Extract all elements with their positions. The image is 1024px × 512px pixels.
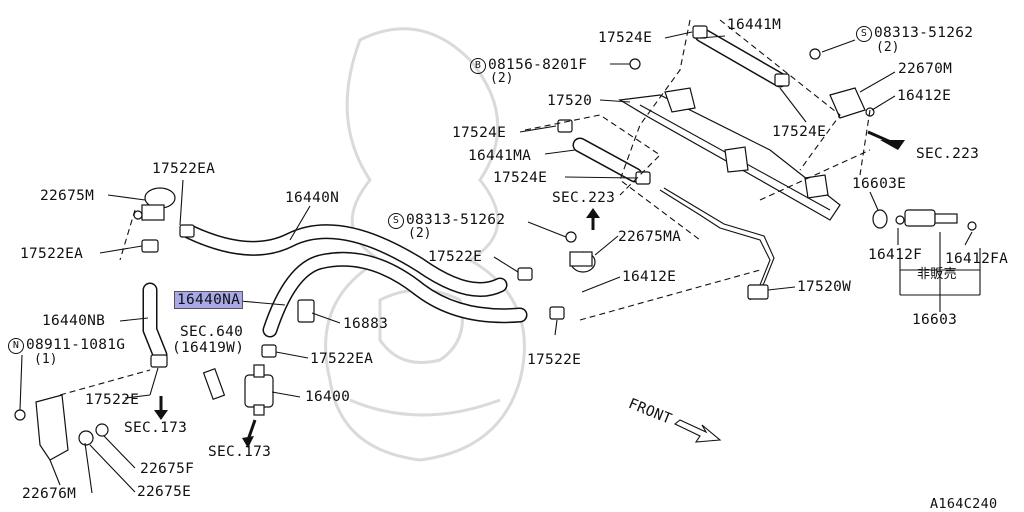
leader-lines <box>19 31 981 494</box>
label-17522e: 17522E <box>527 352 582 368</box>
label-16400: 16400 <box>305 389 351 405</box>
label-16441m: 16441M <box>727 17 782 33</box>
label-16412e: 16412E <box>622 269 677 285</box>
label-qty: (2) <box>408 226 432 241</box>
label-16883: 16883 <box>343 316 389 332</box>
label-17522ea: 17522EA <box>152 161 216 177</box>
pressure-regulator <box>829 87 875 119</box>
highlighted-part-number: 16440NA <box>174 291 244 309</box>
label-17524e: 17524E <box>493 170 548 186</box>
label-sec223: SEC.223 <box>916 146 980 162</box>
label-16412f: 16412F <box>868 247 923 263</box>
tube-17520w <box>659 189 771 301</box>
assembly-outlines <box>59 19 871 396</box>
label-22675m: 22675M <box>40 188 95 204</box>
fuel-damper-22675ma <box>565 231 596 273</box>
label-16441ma: 16441MA <box>468 148 532 164</box>
label-22676m: 22676M <box>22 486 77 502</box>
label-qty: (2) <box>490 71 514 86</box>
label-16440na: 16440NA <box>174 291 244 309</box>
label-22675ma: 22675MA <box>618 229 682 245</box>
label-16440n: 16440N <box>285 190 340 206</box>
label-22675f: 22675F <box>140 461 195 477</box>
label-qty: (1) <box>34 352 58 367</box>
fuel-damper-22675m <box>133 187 176 221</box>
label-qty: (2) <box>876 40 900 55</box>
injector <box>872 209 977 231</box>
diagram-id: A164C240 <box>930 496 998 512</box>
label-17520: 17520 <box>547 93 593 109</box>
label-22670m: 22670M <box>898 61 953 77</box>
arrows <box>154 130 905 448</box>
label-17522e: 17522E <box>428 249 483 265</box>
label-sec173: SEC.173 <box>208 444 272 460</box>
label-16440nb: 16440NB <box>42 313 106 329</box>
label-17522ea: 17522EA <box>20 246 84 262</box>
n-marker-icon: N <box>8 338 24 354</box>
fuel-filter <box>202 364 274 416</box>
bracket <box>14 394 109 461</box>
label-17524e: 17524E <box>772 124 827 140</box>
label-sec173: SEC.173 <box>124 420 188 436</box>
label-16412e: 16412E <box>897 88 952 104</box>
s-marker-icon: S <box>388 213 404 229</box>
watermark-emblem <box>324 27 526 462</box>
label-sec640: SEC.640 <box>180 324 244 340</box>
s-marker-icon: S <box>856 26 872 42</box>
fuel-rail <box>618 48 841 221</box>
label-17522e: 17522E <box>85 392 140 408</box>
label-16412fa: 16412FA <box>945 251 1009 267</box>
label-not-for-sale: 非販売 <box>917 267 957 282</box>
label-17522ea: 17522EA <box>310 351 374 367</box>
label-22675e: 22675E <box>137 484 192 500</box>
hose-clamps <box>141 25 790 368</box>
label-16603: 16603 <box>912 312 958 328</box>
label-sec223: SEC.223 <box>552 190 616 206</box>
label-16419w: (16419W) <box>172 340 245 356</box>
label-17520w: 17520W <box>797 279 852 295</box>
label-17524e: 17524E <box>598 30 653 46</box>
label-16603e: 16603E <box>852 176 907 192</box>
label-17524e: 17524E <box>452 125 507 141</box>
b-marker-icon: B <box>470 58 486 74</box>
